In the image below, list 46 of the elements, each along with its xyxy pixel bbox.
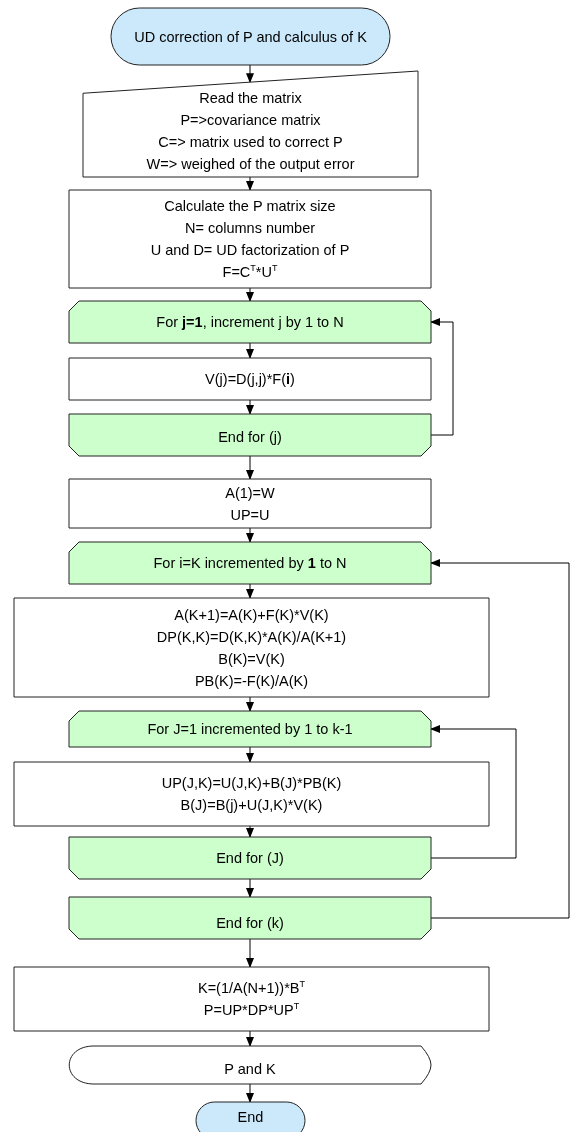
node-text: UP=U [230,505,270,525]
node-text: V(j)=D(j,j)*F(i) [205,370,295,389]
node-text: F=C$^{T}$*U$^{T}$ [222,262,278,282]
node-text: End for (j) [218,428,282,447]
node-text: P and K [224,1060,276,1079]
arrow [246,399,254,415]
arrow [246,583,254,599]
arrow [430,318,454,436]
arrow [246,825,254,838]
node-text: C=> matrix used to correct P [158,133,343,152]
arrow [246,342,254,359]
arrow [430,725,517,859]
node-text: P=UP*DP*UP$^{T}$ [203,1000,300,1020]
arrow [246,287,254,302]
node-text: UD correction of P and calculus of K [134,27,367,47]
arrow [246,696,254,712]
arrow [246,1083,254,1103]
node-text: End [237,1107,264,1127]
node-text: U and D= UD factorization of P [150,241,350,260]
node-text: P=>covariance matrix [180,111,321,130]
node-text: End for (k) [216,914,284,933]
arrow [246,938,254,968]
node-text: End for (J) [216,849,284,868]
arrow [246,527,254,543]
arrow [246,878,254,898]
arrow [246,746,254,763]
node-text: DP(K,K)=D(K,K)*A(K)/A(K+1) [156,627,347,647]
arrow [246,176,254,191]
node-text: UP(J,K)=U(J,K)+B(J)*PB(K) [161,774,342,793]
node-text: B(J)=B(j)+U(J,K)*V(K) [180,796,323,815]
arrow [246,1030,254,1047]
node-text: W=> weighed of the output error [146,155,355,174]
node-text: For j=1, increment j by 1 to N [156,313,344,332]
node-text: Calculate the P matrix size [164,197,336,216]
node-text: B(K)=V(K) [218,649,285,669]
node-text: Read the matrix [199,89,302,108]
node-text: A(K+1)=A(K)+F(K)*V(K) [174,605,329,625]
node-text: A(1)=W [225,483,275,503]
node-text: N= columns number [184,219,316,238]
node-text: PB(K)=-F(K)/A(K) [194,671,309,691]
node-text: K=(1/A(N+1))*B$^{T}$ [197,978,305,998]
node-text: For i=K incremented by 1 to N [153,554,347,573]
arrow [430,559,570,919]
arrow [246,455,254,480]
node-text: For J=1 incremented by 1 to k-1 [147,720,353,739]
arrow [246,64,254,84]
